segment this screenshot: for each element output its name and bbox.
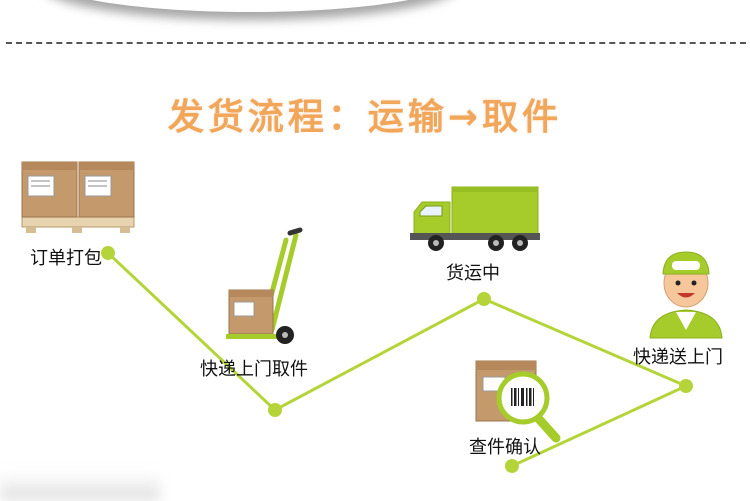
floor-shadow	[0, 472, 160, 501]
step-label-delivery: 快递送上门	[633, 347, 723, 368]
magnifier-barcode-icon	[475, 360, 561, 443]
delivery-truck-icon	[410, 186, 540, 251]
flow-node-3	[477, 292, 491, 306]
flow-node-4	[679, 379, 693, 393]
page-title: 发货流程：运输→取件	[167, 97, 563, 138]
step-label-in-transit: 货运中	[446, 263, 500, 284]
step-label-pack: 订单打包	[30, 248, 102, 269]
step-label-pickup: 快递上门取件	[200, 359, 308, 380]
flow-path	[106, 251, 688, 468]
flow-node-5	[505, 459, 519, 473]
step-label-tracking: 查件确认	[469, 437, 541, 458]
packed-boxes-icon	[21, 161, 135, 233]
hand-truck-icon	[226, 227, 303, 344]
flow-node-1	[101, 246, 115, 260]
flow-node-2	[268, 403, 282, 417]
courier-icon	[649, 251, 723, 339]
dashed-divider	[6, 42, 746, 44]
